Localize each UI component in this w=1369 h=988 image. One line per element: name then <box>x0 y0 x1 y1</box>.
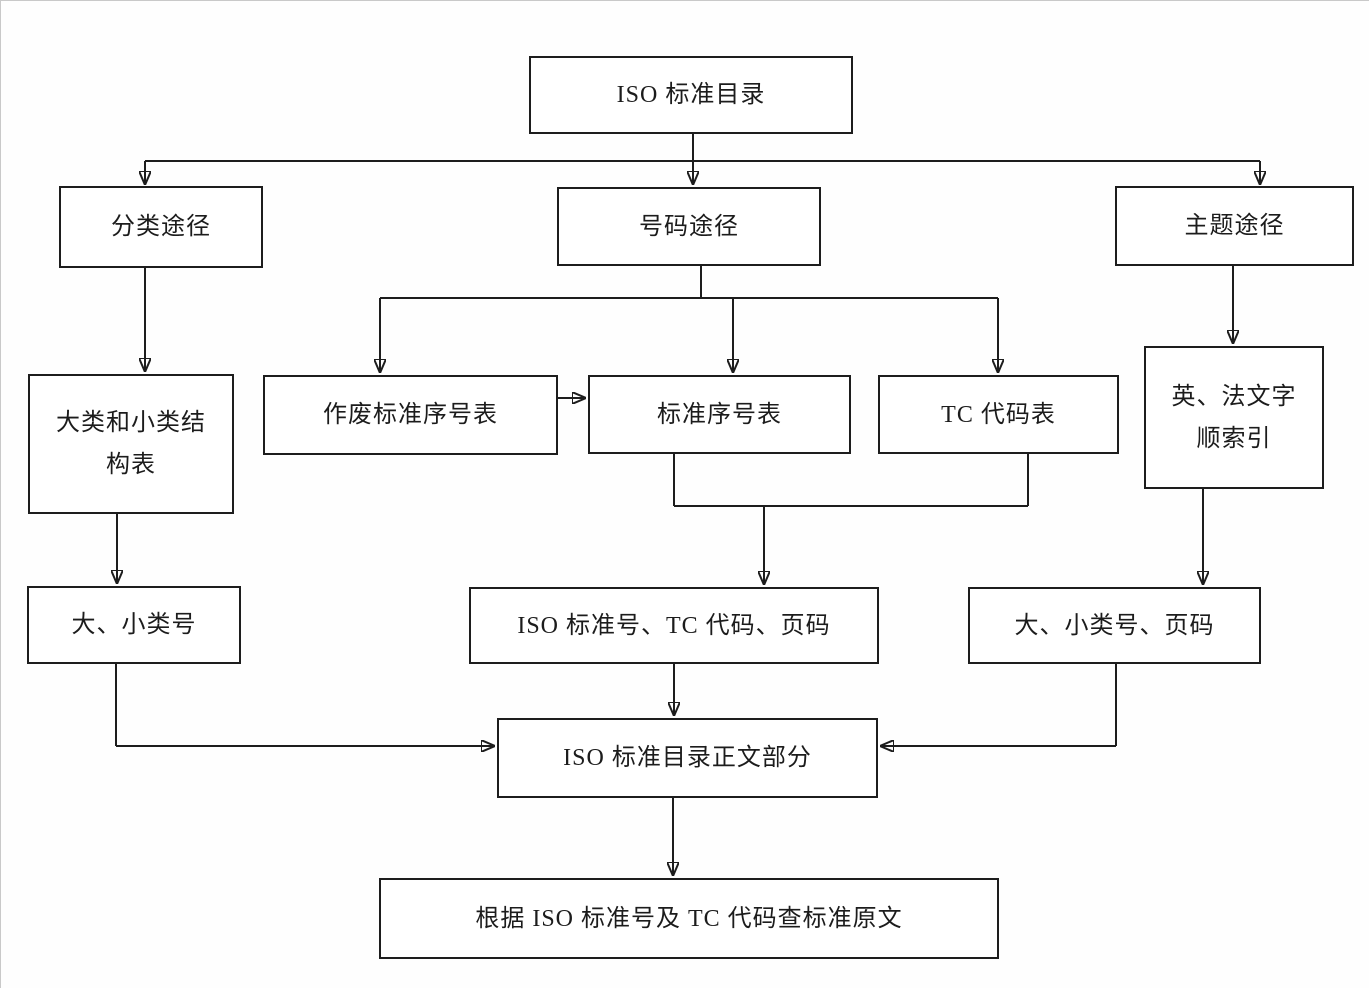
node-obsolete-serial-table: 作废标准序号表 <box>263 375 558 455</box>
node-iso-catalog: ISO 标准目录 <box>529 56 853 134</box>
node-path-classification: 分类途径 <box>59 186 263 268</box>
node-path-number: 号码途径 <box>557 187 821 266</box>
node-class-structure-table: 大类和小类结 构表 <box>28 374 234 514</box>
node-class-numbers-page: 大、小类号、页码 <box>968 587 1261 664</box>
node-serial-table: 标准序号表 <box>588 375 851 454</box>
node-lookup-original: 根据 ISO 标准号及 TC 代码查标准原文 <box>379 878 999 959</box>
node-tc-code-table: TC 代码表 <box>878 375 1119 454</box>
node-alpha-index: 英、法文字 顺索引 <box>1144 346 1324 489</box>
node-class-numbers: 大、小类号 <box>27 586 241 664</box>
node-iso-number-tc-page: ISO 标准号、TC 代码、页码 <box>469 587 879 664</box>
node-path-subject: 主题途径 <box>1115 186 1354 266</box>
node-catalog-body: ISO 标准目录正文部分 <box>497 718 878 798</box>
